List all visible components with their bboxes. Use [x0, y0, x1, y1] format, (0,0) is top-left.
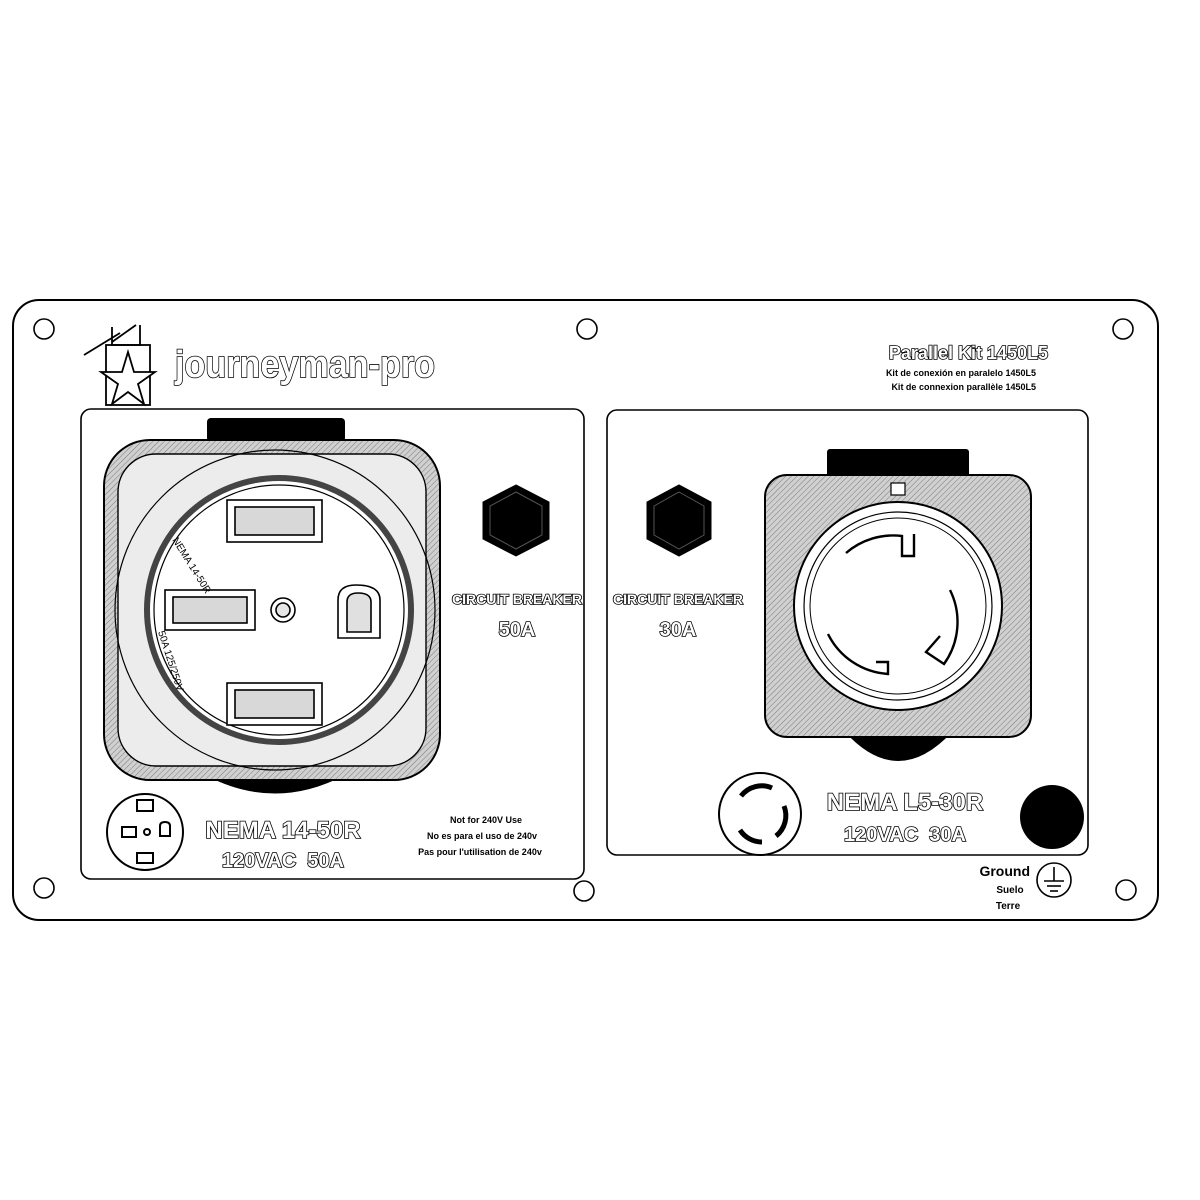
warning-es: No es para el uso de 240v [427, 831, 537, 841]
right-outlet-name: NEMA L5-30R [827, 789, 983, 816]
mounting-hole-icon [576, 318, 598, 340]
brand-name: journeyman-pro [174, 344, 435, 386]
voltage-warning: Not for 240V Use No es para el uso de 24… [418, 815, 542, 857]
ground-label-en: Ground [979, 863, 1030, 879]
mounting-hole-icon [33, 877, 55, 899]
right-outlet-rating: 120VAC 30A [844, 824, 966, 846]
mounting-hole-icon [1112, 318, 1134, 340]
brand-logo: journeyman-pro [83, 324, 436, 407]
warning-en: Not for 240V Use [450, 815, 522, 825]
ground-symbol-icon [1036, 862, 1072, 898]
left-outlet-rating: 120VAC 50A [222, 850, 344, 872]
outlet-slots [164, 499, 381, 726]
circuit-breaker-right: CIRCUIT BREAKER 30A [612, 484, 744, 642]
ground-label-fr: Terre [996, 901, 1021, 912]
outlet-cover-tab-top [827, 449, 969, 479]
ground-label-es: Suelo [996, 885, 1023, 896]
outlet-cover-tab-top [207, 418, 345, 442]
breaker-left-label: CIRCUIT BREAKER [452, 591, 582, 607]
left-outlet-name: NEMA 14-50R [205, 817, 360, 844]
twist-lock-slots [826, 534, 959, 676]
nema-l5-30r-outlet [764, 449, 1032, 761]
circuit-breaker-left: CIRCUIT BREAKER 50A [451, 484, 583, 642]
nema-l5-30-symbol-icon [718, 772, 802, 856]
mounting-hole-icon [573, 880, 595, 902]
kit-title-block: Parallel Kit 1450L5 Kit de conexión en p… [886, 342, 1049, 392]
breaker-right-rating: 30A [660, 619, 697, 641]
warning-fr: Pas pour l'utilisation de 240v [418, 847, 542, 857]
indicator-dot [1020, 785, 1084, 849]
outlet-face [793, 501, 1003, 711]
breaker-button-icon [482, 484, 550, 557]
kit-subtitle-es: Kit de conexión en paralelo 1450L5 [886, 368, 1036, 378]
outlet-cover-tab-bottom [845, 732, 952, 761]
lightning-star-icon [83, 324, 158, 407]
nema-14-50r-outlet: NEMA 14-50R 50A 125/250V [103, 418, 441, 794]
mounting-holes [33, 318, 1137, 902]
breaker-left-rating: 50A [499, 619, 536, 641]
breaker-button-icon [646, 484, 712, 557]
kit-title: Parallel Kit 1450L5 [889, 343, 1048, 363]
nema-14-50-symbol-icon [106, 793, 184, 871]
mounting-hole-icon [1115, 879, 1137, 901]
kit-subtitle-fr: Kit de connexion parallèle 1450L5 [891, 382, 1036, 392]
mounting-hole-icon [33, 318, 55, 340]
ground-terminal: Ground Suelo Terre [979, 862, 1072, 912]
breaker-right-label: CIRCUIT BREAKER [613, 591, 743, 607]
